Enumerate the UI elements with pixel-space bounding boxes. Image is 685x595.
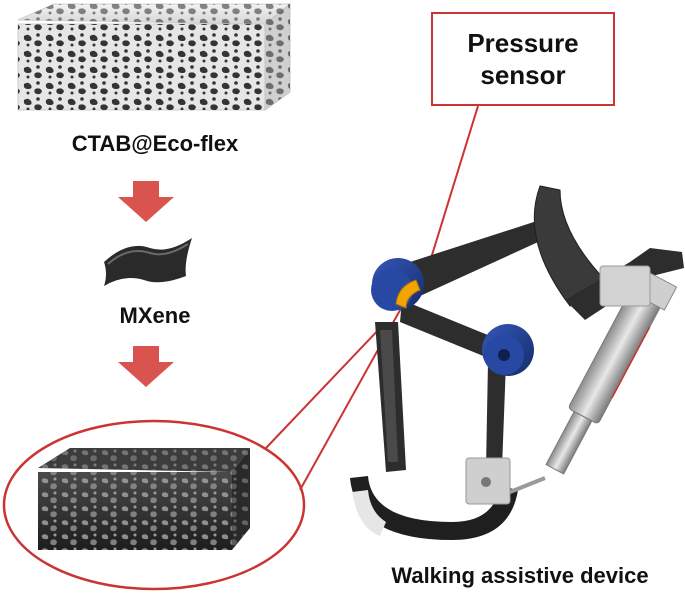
ctab-ecoflex-foam bbox=[18, 4, 290, 110]
mxene-label: MXene bbox=[0, 303, 310, 329]
down-arrow-icon bbox=[118, 346, 174, 387]
exoskeleton-device-icon bbox=[350, 186, 684, 540]
device-label: Walking assistive device bbox=[355, 563, 685, 589]
callout-line-1: Pressure bbox=[467, 27, 578, 59]
zoom-ellipse bbox=[4, 421, 304, 589]
mxene-sheet-icon bbox=[104, 238, 192, 286]
pressure-sensor-callout: Pressure sensor bbox=[431, 12, 615, 106]
callout-line-2: sensor bbox=[480, 59, 565, 91]
down-arrow-icon bbox=[118, 181, 174, 222]
foam-label: CTAB@Eco-flex bbox=[0, 131, 310, 157]
